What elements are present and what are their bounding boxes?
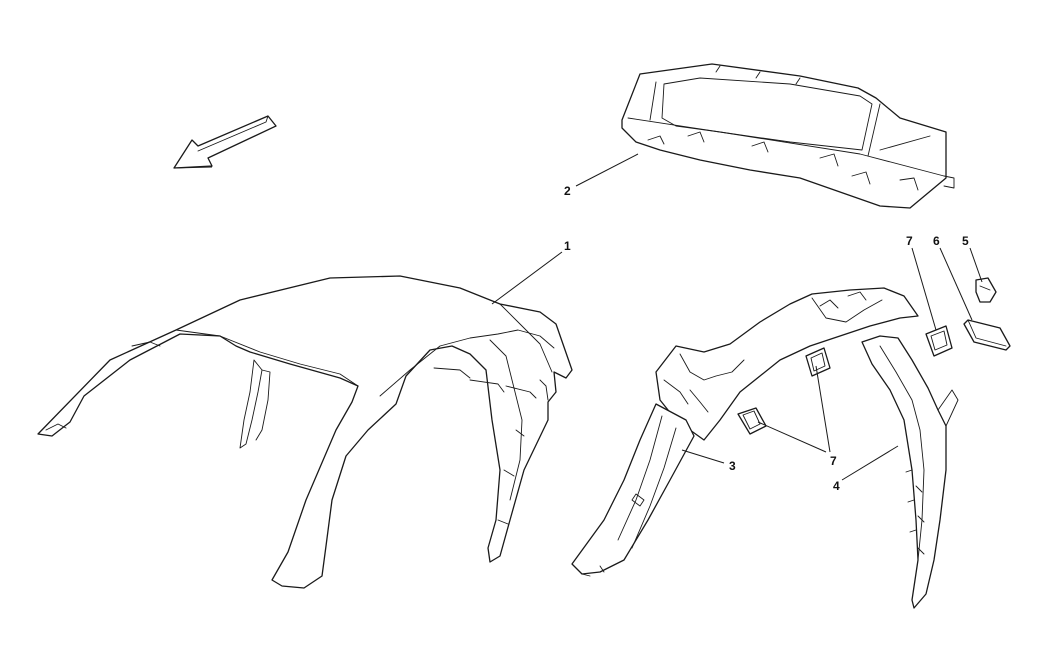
- callout-5: 5: [962, 234, 969, 248]
- callout-4: 4: [833, 479, 840, 493]
- callout-7b: 7: [830, 454, 837, 468]
- leader-2: [575, 153, 639, 187]
- leader-3: [681, 449, 725, 464]
- grommet-part-a: [925, 325, 953, 357]
- leader-5: [969, 247, 983, 283]
- roof-assembly-part: [37, 275, 573, 589]
- callout-6: 6: [933, 234, 940, 248]
- pillar-part: [861, 335, 959, 609]
- direction-arrow-icon: [173, 115, 277, 169]
- leader-7a: [911, 247, 937, 331]
- leader-lines: [491, 153, 983, 481]
- callout-2: 2: [564, 184, 571, 198]
- callout-3: 3: [729, 459, 736, 473]
- leader-1: [491, 251, 563, 305]
- grommet-part-b: [805, 347, 831, 377]
- leader-7b-2: [757, 421, 827, 453]
- inner-roof-frame-part: [571, 287, 919, 577]
- rear-panel-part: [621, 63, 955, 209]
- grommet-part-c: [737, 407, 767, 435]
- leader-6: [939, 247, 973, 321]
- callout-7a: 7: [906, 234, 913, 248]
- leader-7b-1: [815, 365, 831, 453]
- cover-plate-part: [963, 319, 1011, 351]
- leader-4: [841, 445, 899, 481]
- callout-1: 1: [564, 239, 571, 253]
- clip-part: [975, 277, 997, 303]
